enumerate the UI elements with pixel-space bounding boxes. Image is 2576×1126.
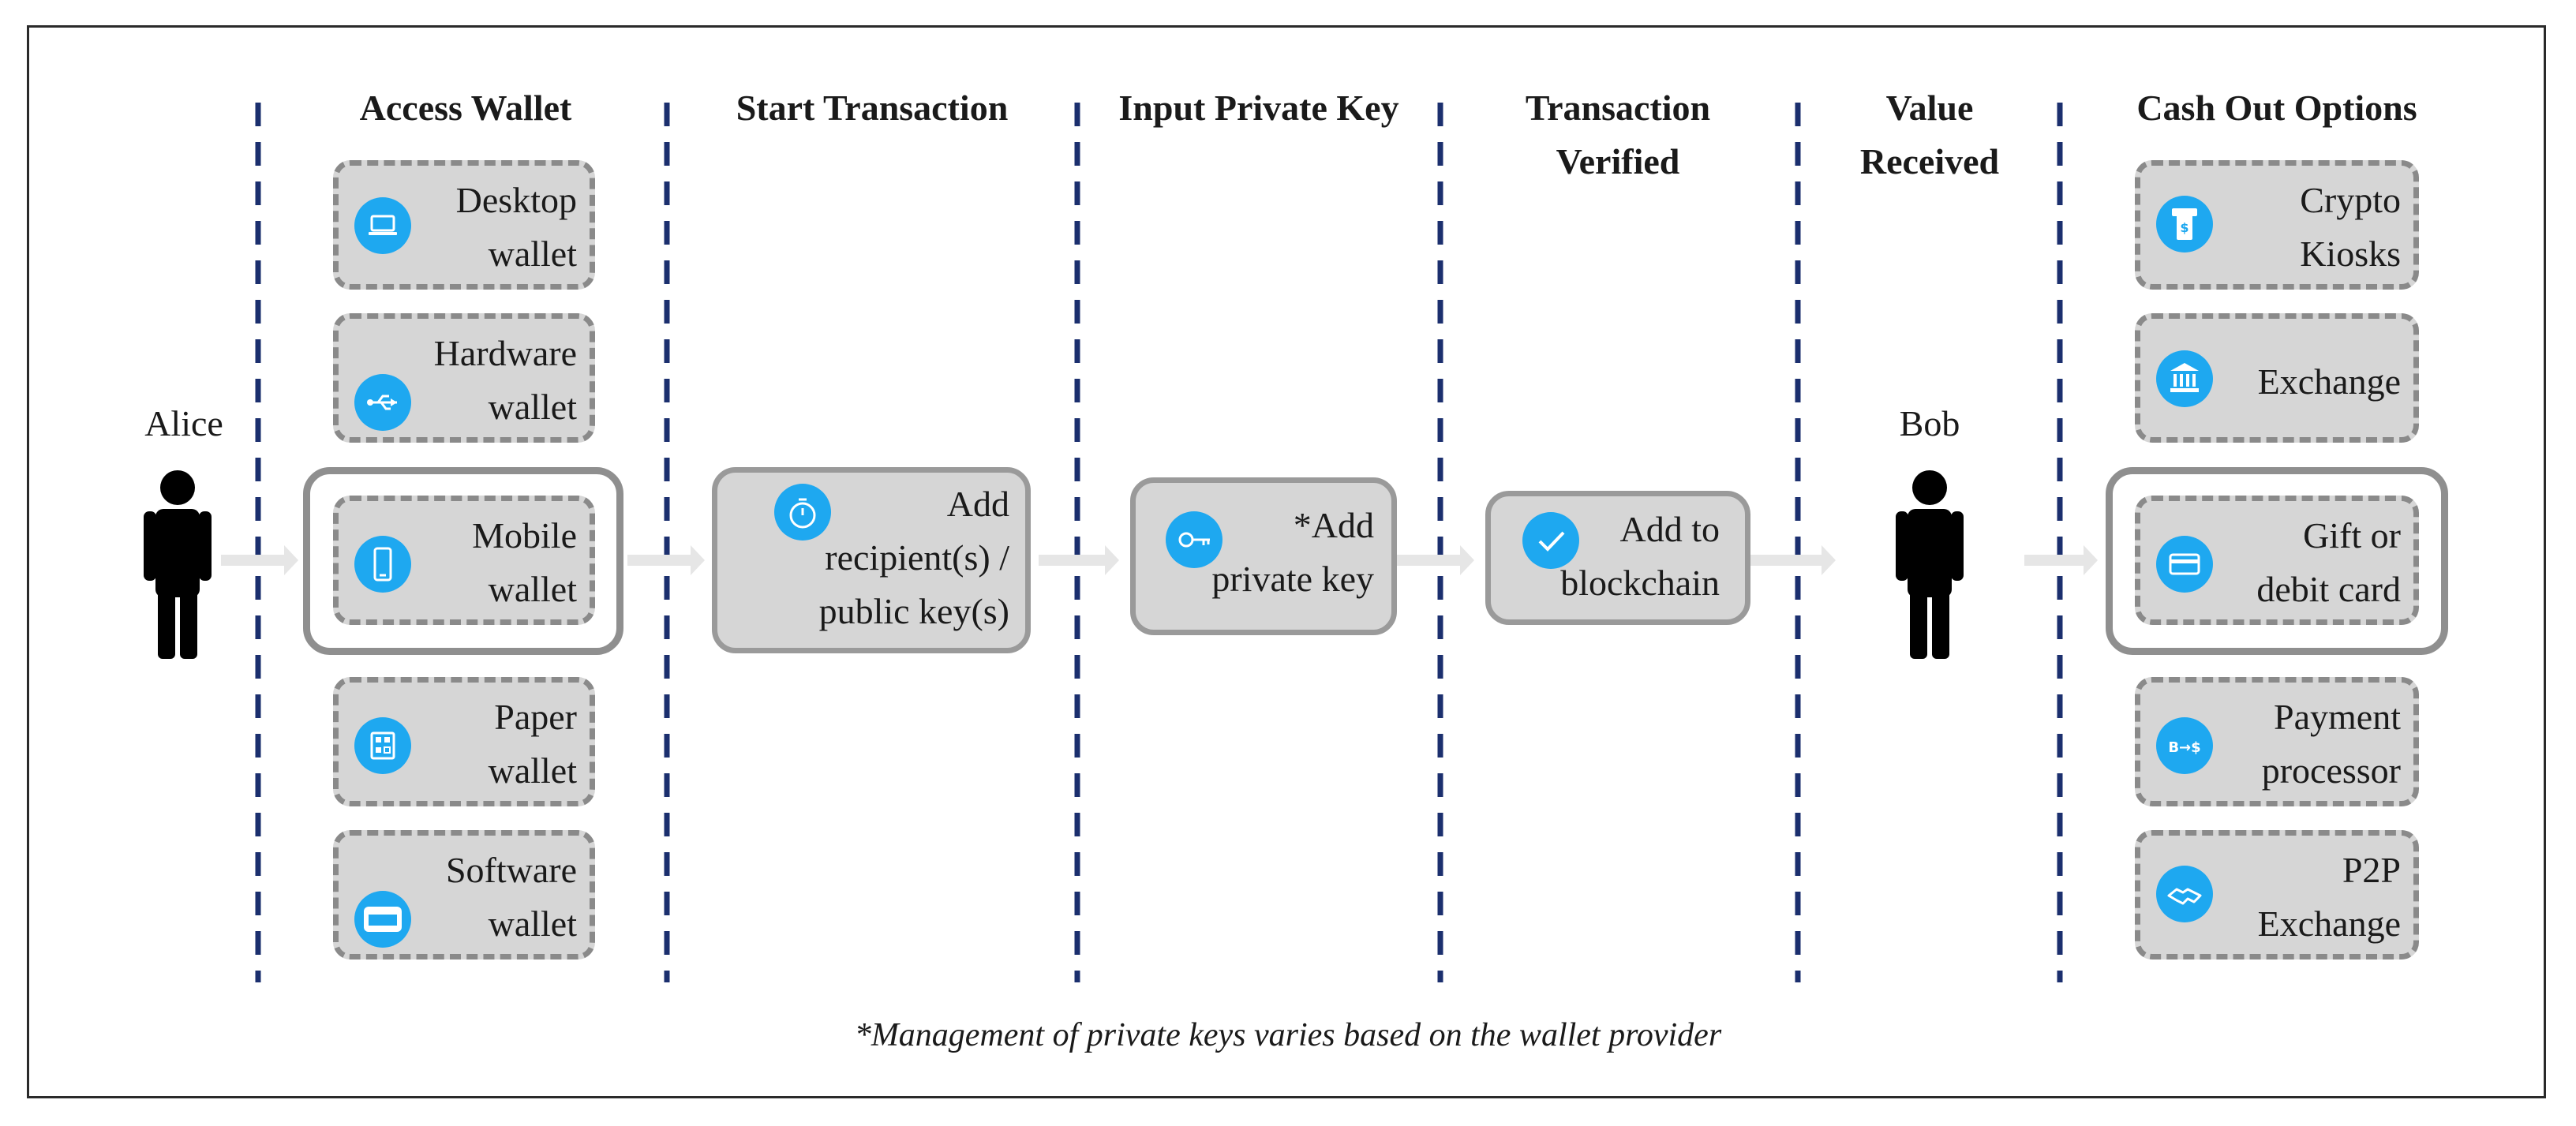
step-add-to-blockchain: Add to blockchain xyxy=(1485,491,1750,625)
cashout-payment-processor-line1: Payment xyxy=(2274,697,2401,737)
column-dividers xyxy=(255,103,2063,982)
header-input-private-key: Input Private Key xyxy=(1118,88,1399,128)
wallet-desktop: Desktop wallet xyxy=(333,160,595,290)
alice-figure xyxy=(144,470,212,659)
step-add-to-blockchain-line2: blockchain xyxy=(1560,563,1720,603)
step-add-recipients-label: Add recipient(s) / public key(s) xyxy=(819,477,1009,638)
diagram-frame xyxy=(27,25,2546,1098)
wallet-desktop-label: Desktop wallet xyxy=(456,174,577,281)
wallet-mobile-highlight xyxy=(303,467,623,655)
svg-text:$: $ xyxy=(2180,220,2188,235)
wallet-mobile-label: Mobile wallet xyxy=(472,509,577,616)
laptop-icon xyxy=(354,197,411,254)
atm-icon: $ xyxy=(2156,196,2213,253)
wallet-software-line1: Software xyxy=(445,850,577,890)
usb-icon xyxy=(354,374,411,431)
cashout-payment-processor: B→$ Payment processor xyxy=(2135,677,2419,806)
qr-code-icon xyxy=(354,717,411,774)
wallet-mobile-line2: wallet xyxy=(488,569,577,609)
step-add-private-key-line2: private key xyxy=(1211,559,1374,599)
wallet-software-label: Software wallet xyxy=(446,844,577,951)
step-add-private-key: *Add private key xyxy=(1130,477,1397,635)
key-icon xyxy=(1166,511,1222,568)
wallet-hardware: Hardware wallet xyxy=(333,313,595,443)
bitcoin-to-dollar-icon: B→$ xyxy=(2156,717,2213,774)
wallet-paper-line2: wallet xyxy=(488,750,577,791)
cashout-gift-card-line2: debit card xyxy=(2256,569,2401,609)
header-cash-out-options: Cash Out Options xyxy=(2136,88,2417,128)
arrow-bob-to-cashout xyxy=(2024,545,2098,575)
flow-arrows xyxy=(221,545,2098,575)
cashout-exchange: Exchange xyxy=(2135,313,2419,443)
wallet-software-line2: wallet xyxy=(488,903,577,944)
step-add-to-blockchain-label: Add to blockchain xyxy=(1560,503,1720,610)
wallet-desktop-line1: Desktop xyxy=(455,180,577,220)
cashout-payment-processor-label: Payment processor xyxy=(2262,690,2401,798)
cashout-p2p-exchange-line1: P2P xyxy=(2342,850,2401,890)
arrow-key-to-verify xyxy=(1397,545,1474,575)
wallet-mobile: Mobile wallet xyxy=(333,496,595,625)
credit-card-icon xyxy=(2156,536,2213,593)
bob-figure xyxy=(1896,470,1964,659)
header-transaction-verified-line2: Verified xyxy=(1556,141,1680,181)
wallet-paper-line1: Paper xyxy=(494,697,577,737)
svg-text:B→$: B→$ xyxy=(2168,739,2200,756)
alice-label: Alice xyxy=(144,403,223,443)
header-transaction-verified-line1: Transaction xyxy=(1525,88,1711,128)
step-add-recipients-line2: recipient(s) / xyxy=(825,537,1009,578)
smartphone-icon xyxy=(354,536,411,593)
arrow-start-to-key xyxy=(1039,545,1119,575)
arrow-verify-to-bob xyxy=(1750,545,1836,575)
wallet-paper: Paper wallet xyxy=(333,677,595,806)
step-add-recipients-line1: Add xyxy=(946,484,1009,524)
header-value-received: Value Received xyxy=(1815,81,2044,189)
stopwatch-icon xyxy=(774,484,831,541)
cashout-p2p-exchange-label: P2P Exchange xyxy=(2258,844,2401,951)
step-add-recipients-line3: public key(s) xyxy=(818,591,1009,631)
bob-label: Bob xyxy=(1899,403,1960,443)
step-add-private-key-label: *Add private key xyxy=(1211,499,1374,606)
wallet-hardware-label: Hardware wallet xyxy=(434,327,577,434)
bank-icon xyxy=(2156,350,2213,407)
cashout-p2p-exchange-line2: Exchange xyxy=(2257,903,2401,944)
window-icon xyxy=(354,891,411,948)
wallet-hardware-line2: wallet xyxy=(488,387,577,427)
wallet-paper-label: Paper wallet xyxy=(489,690,577,798)
header-access-wallet: Access Wallet xyxy=(359,88,572,128)
cashout-gift-card-highlight xyxy=(2106,467,2448,655)
footnote: *Management of private keys varies based… xyxy=(854,1017,1722,1053)
cashout-exchange-line1: Exchange xyxy=(2257,361,2401,402)
step-add-to-blockchain-line1: Add to xyxy=(1619,509,1720,549)
handshake-icon xyxy=(2156,866,2213,922)
header-start-transaction: Start Transaction xyxy=(736,88,1009,128)
step-add-recipients: Add recipient(s) / public key(s) xyxy=(712,467,1031,653)
arrow-alice-to-wallet xyxy=(221,545,298,575)
cashout-gift-card-line1: Gift or xyxy=(2303,515,2401,556)
cashout-crypto-kiosks-label: Crypto Kiosks xyxy=(2300,174,2401,281)
wallet-hardware-line1: Hardware xyxy=(433,333,577,373)
cashout-payment-processor-line2: processor xyxy=(2261,750,2401,791)
wallet-software: Software wallet xyxy=(333,830,595,960)
cashout-p2p-exchange: P2P Exchange xyxy=(2135,830,2419,960)
step-add-private-key-line1: *Add xyxy=(1293,505,1374,545)
arrow-wallet-to-start xyxy=(627,545,705,575)
cashout-gift-card-label: Gift or debit card xyxy=(2256,509,2401,616)
checkmark-icon xyxy=(1522,512,1579,569)
cashout-crypto-kiosks-line1: Crypto xyxy=(2300,180,2401,220)
wallet-desktop-line2: wallet xyxy=(488,234,577,274)
cashout-exchange-label: Exchange xyxy=(2258,355,2401,409)
header-value-received-line1: Value xyxy=(1885,88,1974,128)
cashout-gift-card: Gift or debit card xyxy=(2135,496,2419,625)
cashout-crypto-kiosks: $ Crypto Kiosks xyxy=(2135,160,2419,290)
cashout-crypto-kiosks-line2: Kiosks xyxy=(2300,234,2401,274)
header-value-received-line2: Received xyxy=(1859,141,2000,181)
wallet-mobile-line1: Mobile xyxy=(472,515,577,556)
header-transaction-verified: Transaction Verified xyxy=(1460,81,1776,189)
